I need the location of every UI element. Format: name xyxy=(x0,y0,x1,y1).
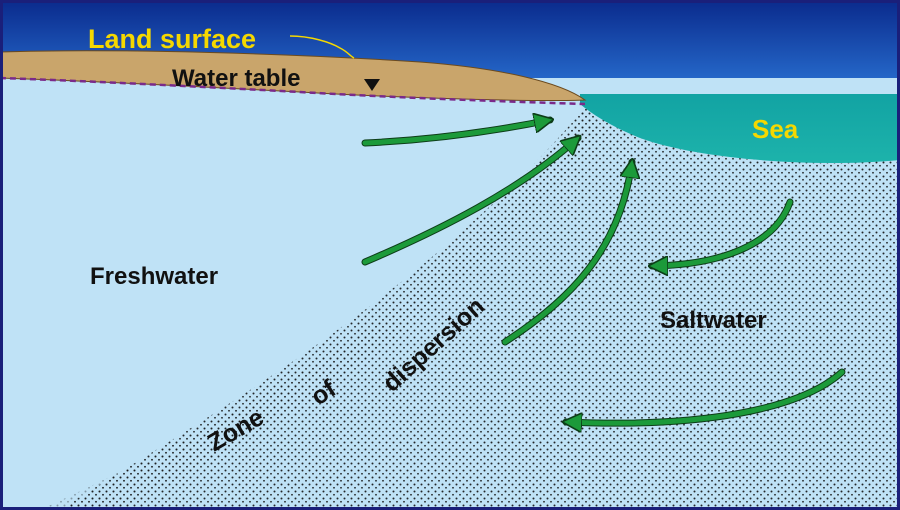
saltwater-label: Saltwater xyxy=(660,307,767,334)
flow-arrows xyxy=(361,120,846,423)
water-table-line xyxy=(0,76,586,106)
water-table-label: Water table xyxy=(172,65,300,92)
sea-label: Sea xyxy=(752,114,799,144)
sea xyxy=(580,94,900,164)
freshwater-flow-arrow-lower xyxy=(362,138,578,265)
saltwater-flow-arrow-lower xyxy=(566,369,845,423)
freshwater-label: Freshwater xyxy=(90,263,218,290)
saltwater-flow-arrow-upper xyxy=(652,199,793,266)
land-surface-label: Land surface xyxy=(88,24,256,54)
water-table-marker-icon xyxy=(364,79,380,91)
land-surface-leader xyxy=(289,35,355,59)
freshwater-flow-arrow-upper xyxy=(362,120,550,146)
dispersion-flow-arrow xyxy=(502,162,632,345)
